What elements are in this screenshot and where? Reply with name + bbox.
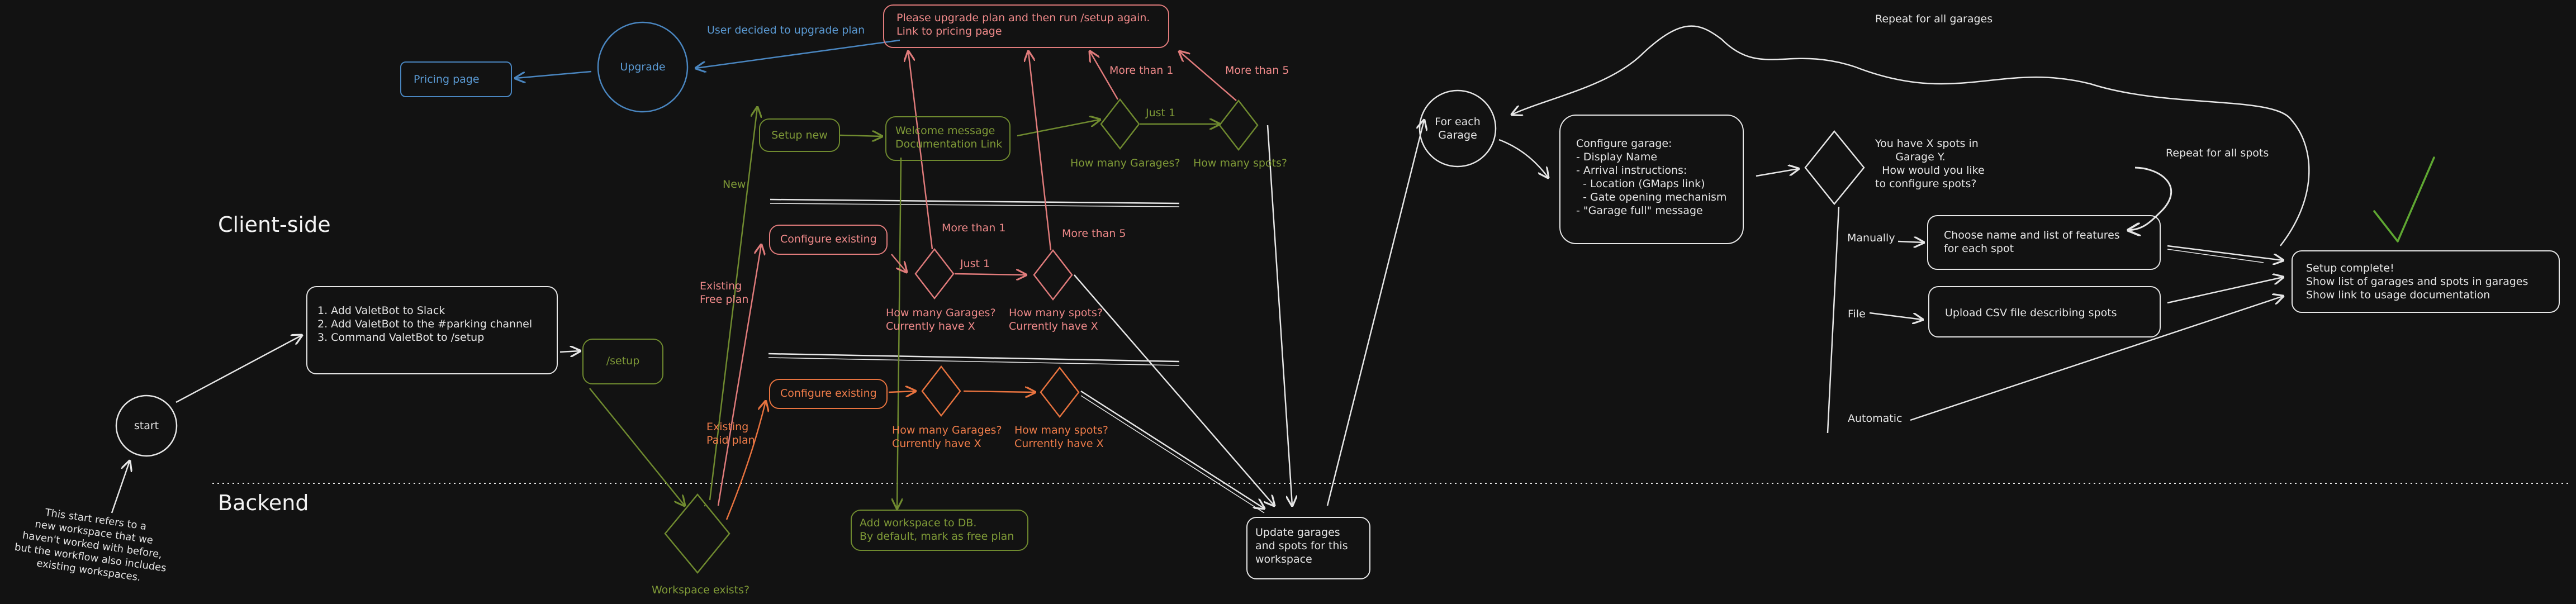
new-more-than-1-label: More than 1 (1109, 64, 1174, 77)
paid-spots-question: How many spots? Currently have X (1014, 424, 1108, 450)
checkmark-icon (2373, 156, 2435, 242)
upgrade-node (597, 21, 689, 113)
free-spots-more5-arrow (1028, 51, 1052, 251)
welcome-message-box: Welcome message Documentation Link (885, 116, 1011, 161)
upgrade-to-pricing-arrow (515, 70, 592, 78)
workspace-exists-decision (664, 493, 730, 574)
workspace-exists-label: Workspace exists? (652, 584, 750, 596)
repeat-garages-loop (1512, 25, 2310, 246)
choose-to-complete-arrow-2 (2167, 249, 2264, 263)
free-spots-decision (1033, 249, 1073, 301)
file-arrow (1869, 312, 1923, 320)
backend-title: Backend (218, 491, 309, 515)
free-spots-question: How many spots? Currently have X (1009, 307, 1103, 332)
new-more-than-5-label: More than 5 (1225, 64, 1289, 77)
lane-separator-2 (768, 353, 1180, 363)
install-steps-box: 1. Add ValetBot to Slack 2. Add ValetBot… (306, 286, 558, 374)
start-node (115, 394, 178, 457)
branch-new-label: New (723, 178, 746, 191)
setup-command-box: /setup (582, 339, 663, 384)
for-each-garage-node (1419, 89, 1497, 168)
install-to-setup-arrow (559, 351, 580, 352)
setupnew-to-welcome-arrow (839, 135, 882, 136)
free-garages-decision (914, 248, 955, 300)
lane-separator-1 (770, 198, 1180, 204)
welcome-to-db-arrow (897, 157, 901, 508)
new-spots-decision (1218, 99, 1259, 151)
free-spots-to-update-arrow (1074, 274, 1274, 506)
start-label: start (134, 420, 159, 432)
add-workspace-db-box: Add workspace to DB. By default, mark as… (851, 510, 1028, 551)
option-automatic-label: Automatic (1848, 412, 1903, 425)
new-branch-arrow (709, 107, 757, 501)
free-plan-branch-arrow (717, 245, 761, 506)
choose-name-box: Choose name and list of features for eac… (1927, 215, 2161, 270)
configpaid-to-garages-arrow (888, 391, 915, 392)
client-side-title: Client-side (218, 212, 331, 237)
free-more-than-5-label: More than 5 (1062, 227, 1126, 240)
free-more-than-1-label: More than 1 (942, 222, 1006, 234)
branch-existing-free-label: Existing Free plan (700, 280, 749, 306)
paid-spots-to-update-arrow (1080, 390, 1264, 508)
manually-arrow (1897, 241, 1924, 242)
for-each-garage-label: For each Garage (1435, 116, 1481, 141)
foreach-to-configure-arrow (1498, 139, 1548, 178)
free-garages-question: How many Garages? Currently have X (886, 307, 996, 332)
update-garages-box: Update garages and spots for this worksp… (1246, 517, 1370, 579)
option-file-label: File (1848, 308, 1866, 320)
setup-to-workspace-arrow (589, 388, 685, 506)
note-to-start-arrow (111, 461, 130, 513)
update-to-foreach-arrow (1326, 120, 1424, 506)
repeat-spots-label: Repeat for all spots (2166, 147, 2269, 159)
free-garages-just1-arrow (954, 274, 1026, 275)
configure-existing-free-box: Configure existing (769, 225, 888, 255)
paid-spots-decision (1040, 366, 1080, 418)
configure-to-spots-q-arrow (1756, 169, 1799, 177)
configfree-to-garages-arrow (891, 254, 907, 272)
spots-config-decision (1804, 130, 1865, 205)
repeat-spots-loop (2128, 167, 2172, 230)
spots-options-branch-line (1827, 206, 1840, 434)
new-garages-more1-arrow (1090, 51, 1119, 100)
message-to-upgrade-arrow (696, 39, 900, 68)
paid-garages-question: How many Garages? Currently have X (892, 424, 1002, 450)
spots-config-question: You have X spots in Garage Y. How would … (1875, 137, 1985, 190)
branch-existing-paid-label: Existing Paid plan (706, 421, 755, 446)
setup-complete-box: Setup complete! Show list of garages and… (2292, 250, 2560, 313)
new-garages-question: How many Garages? (1070, 157, 1180, 169)
new-just1-label: Just 1 (1146, 107, 1176, 119)
user-decided-label: User decided to upgrade plan (707, 24, 865, 36)
configure-existing-paid-box: Configure existing (769, 379, 888, 409)
upload-to-complete-arrow (2167, 277, 2283, 304)
upgrade-label: Upgrade (620, 61, 666, 73)
paid-plan-branch-arrow (725, 401, 766, 520)
new-spots-question: How many spots? (1193, 157, 1287, 169)
paid-garages-decision (921, 365, 961, 417)
repeat-garages-label: Repeat for all garages (1875, 13, 1993, 25)
new-spots-more5-arrow (1179, 51, 1237, 101)
welcome-to-garages-arrow (1017, 120, 1100, 137)
configure-garage-box: Configure garage: - Display Name - Arriv… (1559, 115, 1744, 244)
lane-separator-2b (768, 357, 1180, 366)
pricing-page-box: Pricing page (400, 61, 512, 97)
start-to-install-arrow (175, 335, 302, 403)
new-garages-decision (1100, 98, 1140, 150)
paid-spots-to-update-arrow-2 (1080, 395, 1265, 513)
upload-csv-box: Upload CSV file describing spots (1928, 286, 2161, 337)
automatic-arrow (1910, 296, 2283, 421)
new-spots-to-update-arrow (1266, 125, 1292, 506)
lane-separator-1b (770, 203, 1180, 207)
upgrade-message-box: Please upgrade plan and then run /setup … (883, 4, 1169, 48)
setup-new-box: Setup new (759, 118, 840, 152)
free-just1-label: Just 1 (960, 258, 990, 270)
option-manually-label: Manually (1847, 232, 1895, 244)
paid-garages-to-spots-arrow (963, 391, 1035, 392)
choose-to-complete-arrow (2167, 245, 2283, 260)
free-garages-more1-arrow (908, 51, 933, 250)
